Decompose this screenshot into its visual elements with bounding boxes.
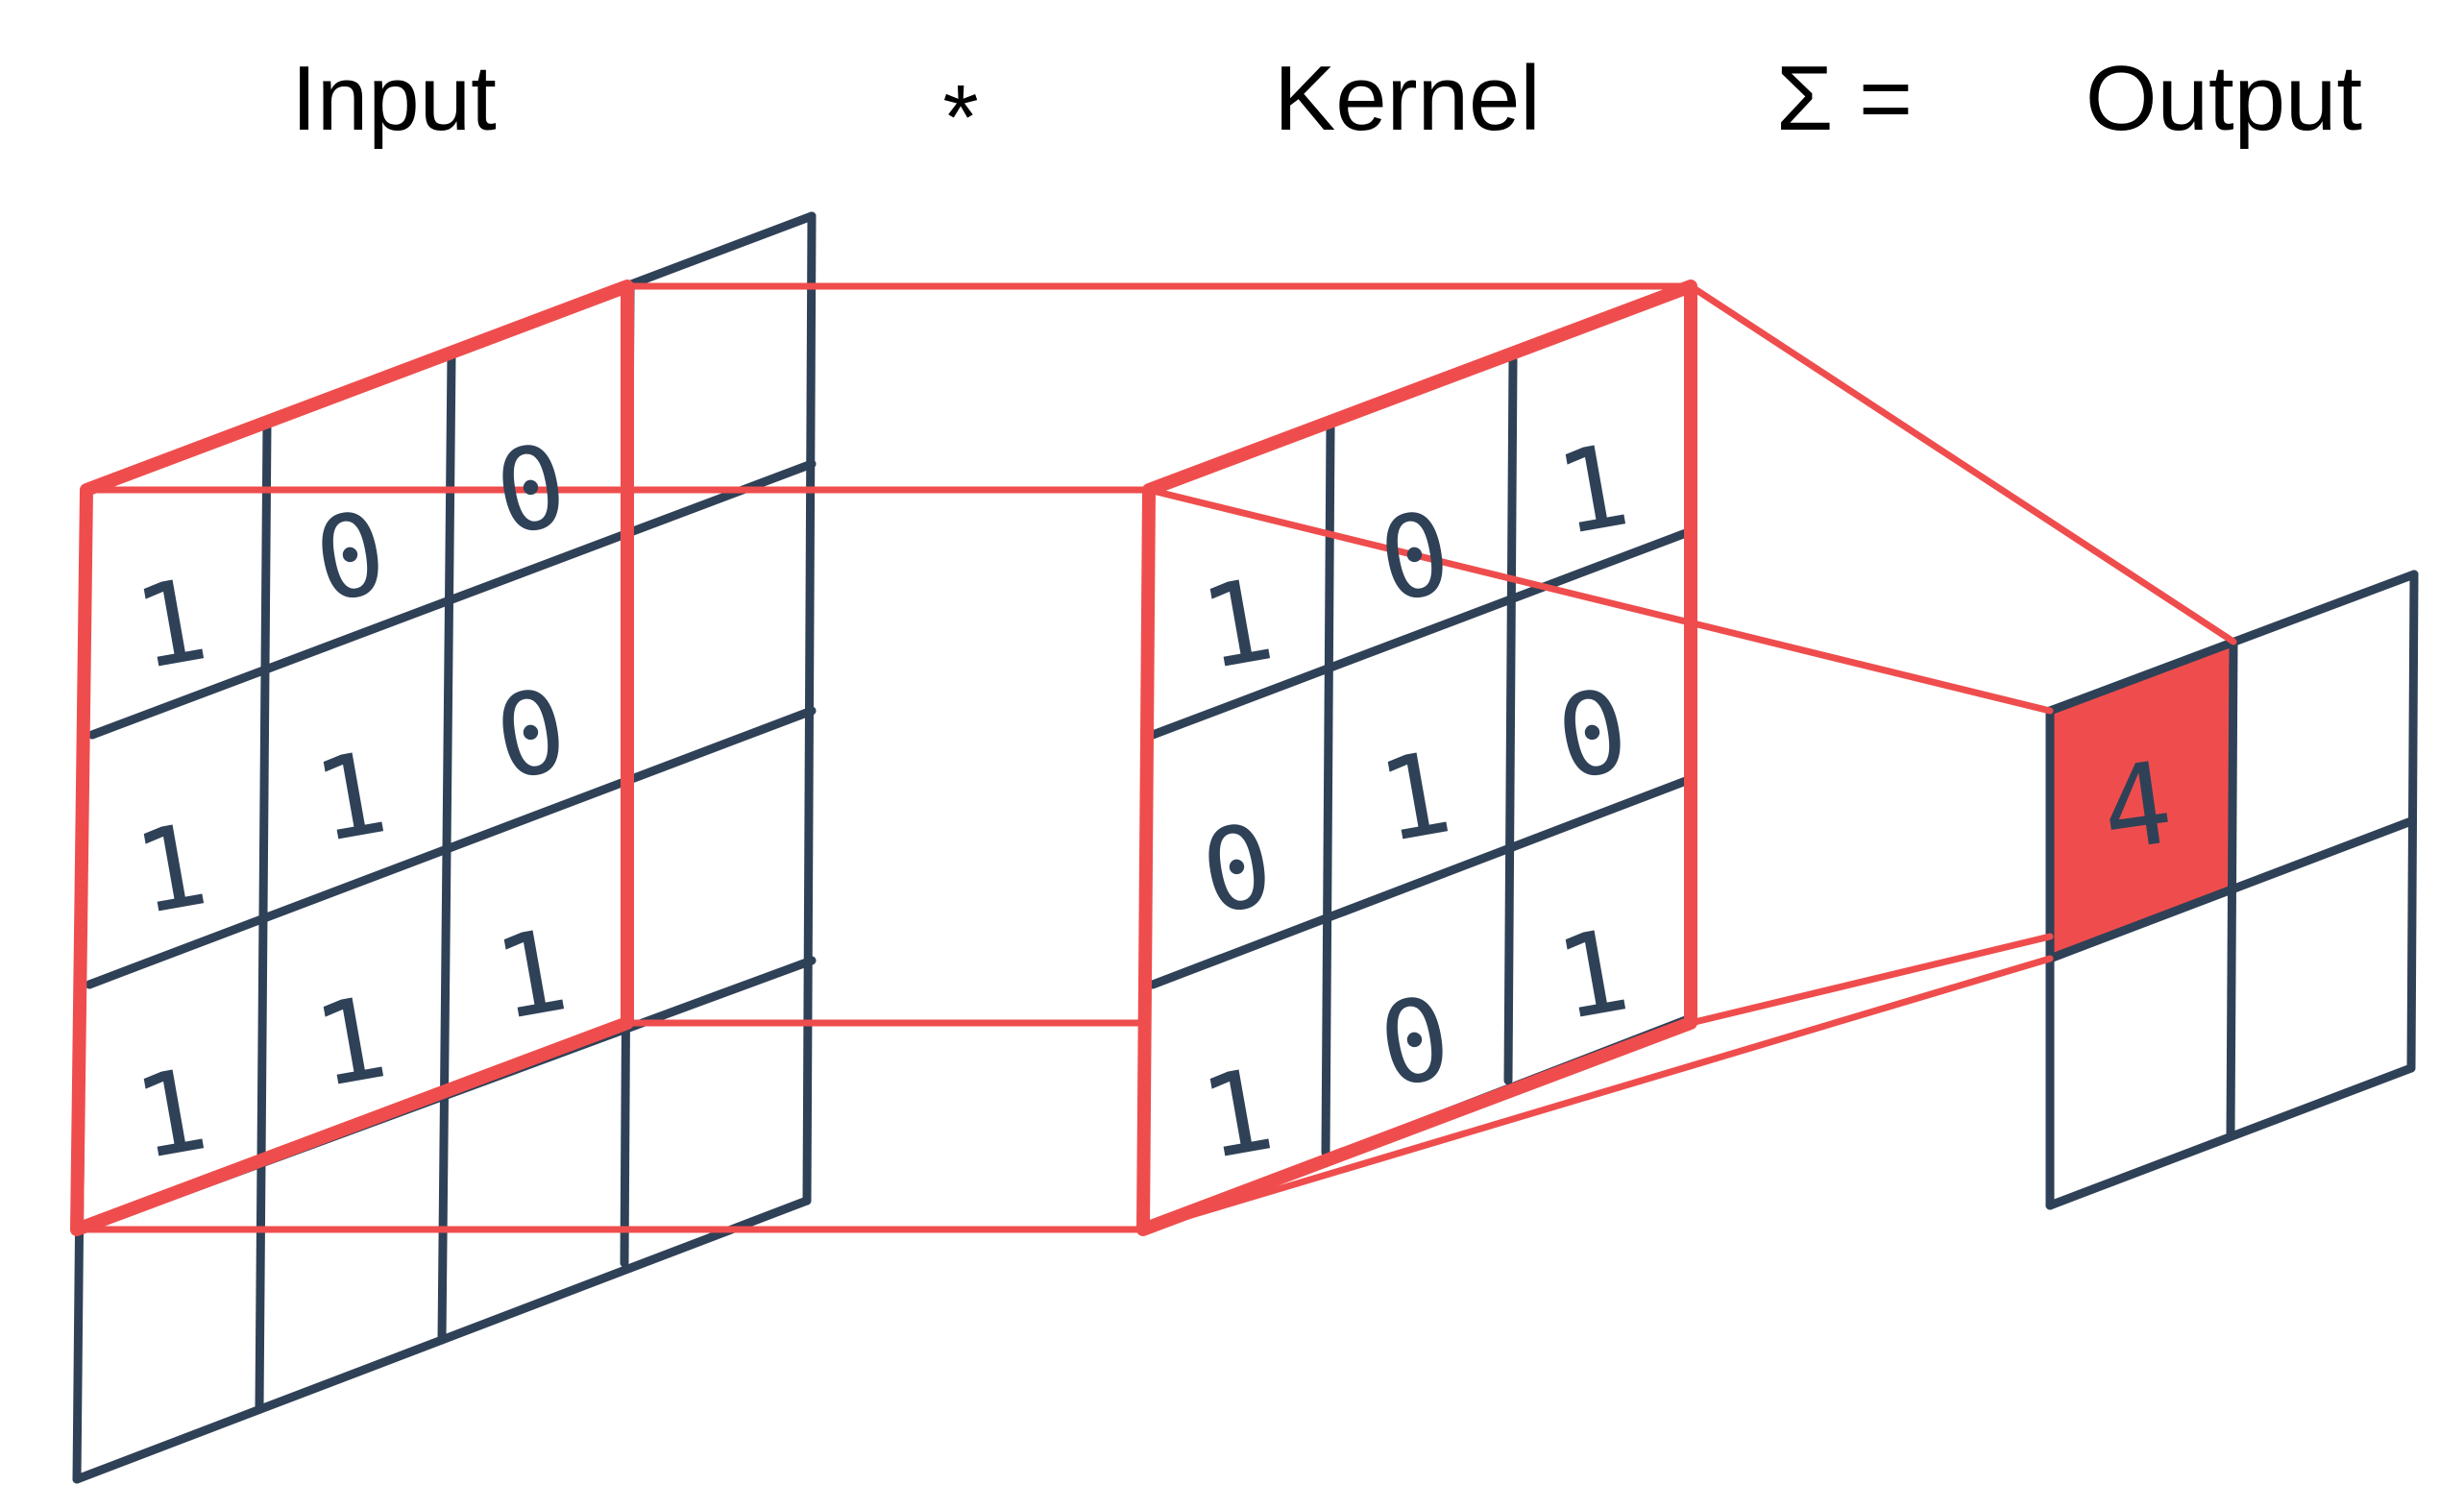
kernel-cell-2-0: 1 xyxy=(1192,1043,1282,1185)
sum-equals-operator: Σ = xyxy=(1776,47,1913,150)
kernel-label: Kernel xyxy=(1274,47,1541,150)
projection-lines xyxy=(73,282,2237,1233)
input-cell-2-2: 1 xyxy=(486,904,576,1046)
kernel-cell-0-2: 1 xyxy=(1548,419,1638,561)
convolution-operator: * xyxy=(942,66,978,169)
input-cell-1-2: 0 xyxy=(486,664,576,806)
input-cell-1-1: 1 xyxy=(305,726,396,868)
input-label: Input xyxy=(291,47,497,150)
input-cell-2-0: 1 xyxy=(126,1043,216,1185)
input-cell-0-0: 1 xyxy=(126,553,216,695)
output-highlight-cell xyxy=(2050,642,2233,959)
input-receptive-field xyxy=(70,280,634,1236)
input-cell-0-2: 0 xyxy=(486,419,576,561)
kernel-cell-1-1: 1 xyxy=(1370,726,1460,868)
output-grid xyxy=(2045,570,2419,1210)
kernel-cell-0-0: 1 xyxy=(1192,553,1282,695)
kernel-cell-1-2: 0 xyxy=(1548,664,1638,806)
input-cell-1-0: 1 xyxy=(126,798,216,940)
kernel-outline xyxy=(1136,280,1697,1236)
input-cell-2-1: 1 xyxy=(305,971,396,1113)
kernel-cell-2-1: 0 xyxy=(1370,971,1460,1113)
input-cell-0-1: 0 xyxy=(305,486,396,628)
kernel-cell-0-1: 0 xyxy=(1370,486,1460,628)
kernel-cell-2-2: 1 xyxy=(1548,904,1638,1046)
output-label: Output xyxy=(2086,47,2362,150)
kernel-cell-1-0: 0 xyxy=(1192,798,1282,940)
